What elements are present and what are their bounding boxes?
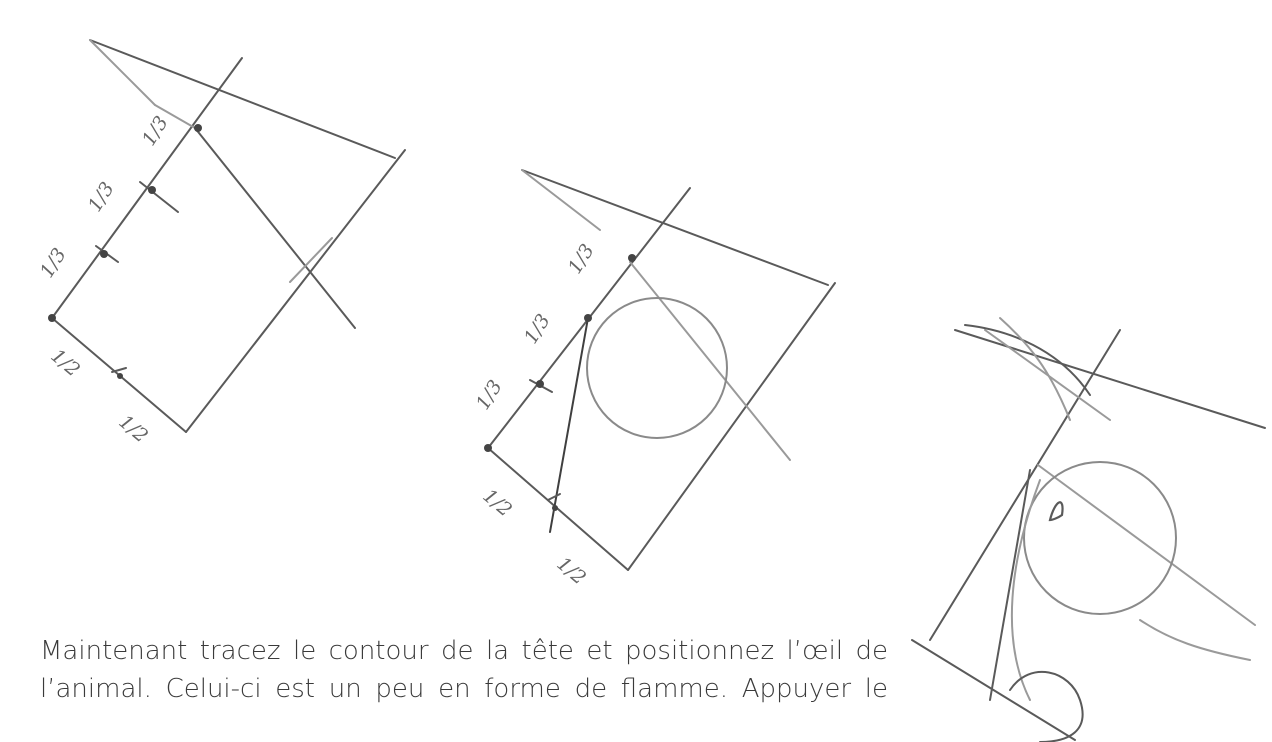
instruction-paragraph: Maintenant tracez le contour de la tête … [40,632,888,708]
sketch-step-3 [911,317,1266,742]
caption-line-1: Maintenant tracez le contour de la tête … [40,636,888,666]
sketch-step-2 [484,169,836,571]
caption-line-2: l’animal. Celui-ci est un peu en forme d… [40,674,888,704]
sketch-step-1 [48,39,406,433]
